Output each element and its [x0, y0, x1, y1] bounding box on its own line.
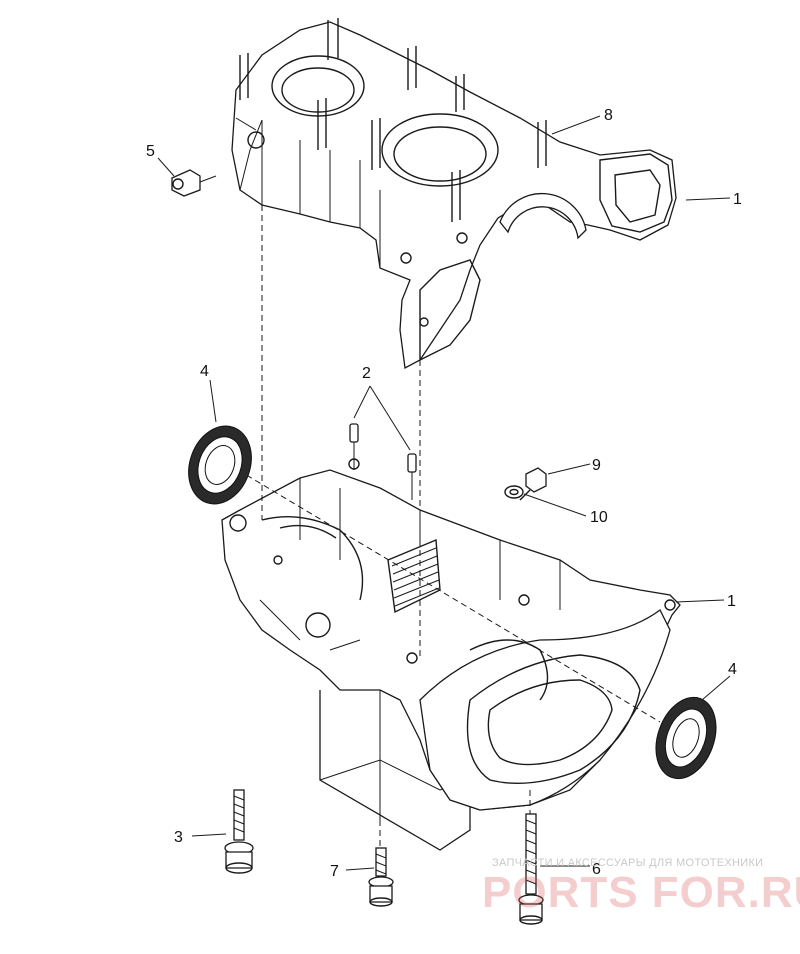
callout-5: 5 [146, 143, 155, 160]
watermark-tagline: ЗАПЧАСТИ И АКСЕССУАРЫ ДЛЯ МОТОТЕХНИКИ [492, 857, 764, 869]
callout-10: 10 [590, 509, 608, 526]
upper-crankcase-half [231, 18, 677, 370]
callout-6: 6 [592, 861, 601, 878]
callout-1-top: 1 [733, 191, 742, 208]
bolt-part-6 [518, 813, 544, 925]
callout-4-right: 4 [728, 661, 737, 678]
callout-8: 8 [604, 107, 613, 124]
center-bearing [387, 538, 441, 614]
watermark-logo: PORTS FOR.RU [482, 868, 800, 917]
bolt-part-3 [224, 789, 254, 874]
oil-seal-right [655, 696, 717, 780]
lower-crankcase-half [221, 458, 681, 851]
callout-numbers: 1 1 2 3 4 4 5 6 7 8 9 10 [146, 107, 742, 880]
bolt-part-9 [519, 467, 547, 501]
bolt-part-7 [368, 847, 394, 907]
callout-1-bottom: 1 [727, 593, 736, 610]
callout-3: 3 [174, 829, 183, 846]
dowel-pins [349, 423, 417, 500]
callout-9: 9 [592, 457, 601, 474]
fitting-part-5 [171, 169, 217, 197]
oil-seal-left [188, 425, 252, 505]
callout-7: 7 [330, 863, 339, 880]
callout-4-left: 4 [200, 363, 209, 380]
callout-2: 2 [362, 365, 371, 382]
washer-part-10 [504, 485, 524, 499]
leader-lines [157, 115, 731, 871]
alignment-lines [237, 205, 661, 850]
